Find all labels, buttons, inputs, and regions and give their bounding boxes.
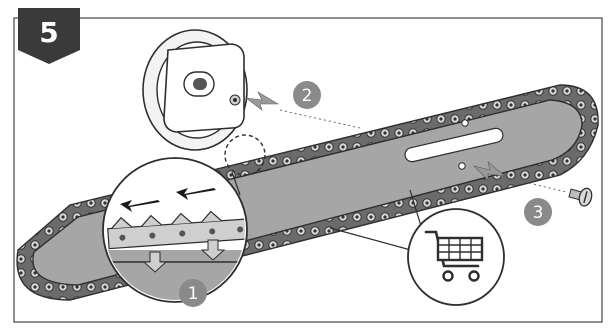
bar-hole-upper: [462, 120, 468, 126]
screw-icon: [568, 184, 594, 207]
arrow-icon: [246, 92, 278, 110]
bar-hole-lower: [459, 163, 465, 169]
callout-badge-2: 2: [293, 81, 321, 109]
callout-number-1: 1: [188, 284, 199, 304]
callout-number-2: 2: [302, 86, 313, 106]
guide-line-2: [280, 110, 360, 128]
flange-clamp-icon: [143, 30, 247, 150]
step-number: 5: [39, 16, 58, 49]
callout-badge-1: 1: [179, 279, 207, 307]
callout-badge-3: 3: [524, 198, 552, 226]
step-badge: 5: [18, 8, 80, 64]
callout-number-3: 3: [533, 203, 544, 223]
